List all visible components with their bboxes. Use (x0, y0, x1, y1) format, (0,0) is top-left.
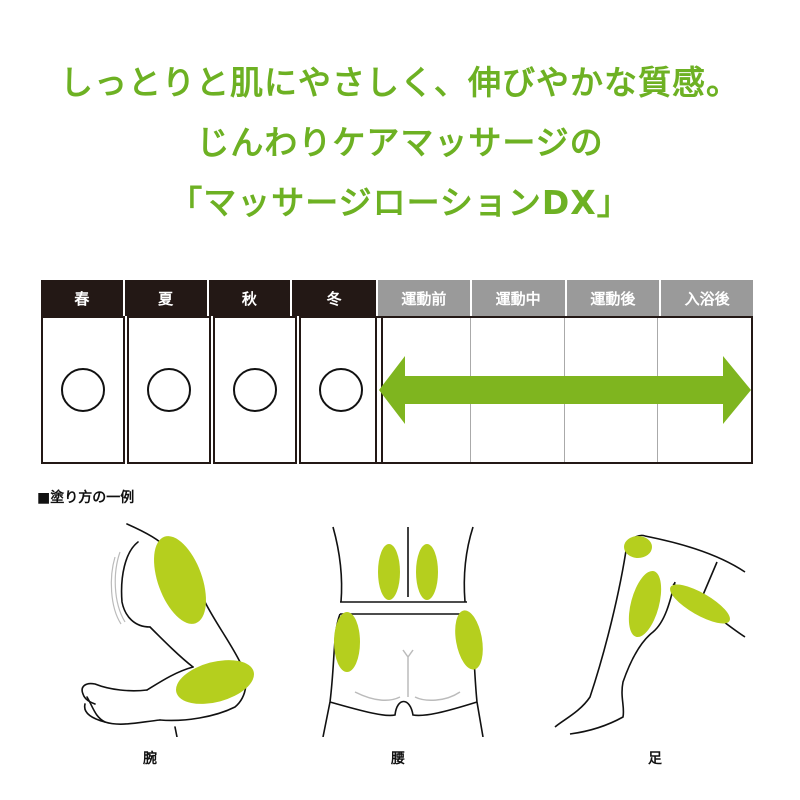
season-cell-summer (127, 316, 211, 464)
lower-back-illustration-icon (322, 526, 484, 737)
season-cell-spring (41, 316, 125, 464)
leg-illustration-icon (554, 534, 746, 735)
usage-table-body (41, 316, 753, 464)
timing-cells (375, 316, 753, 464)
usage-table-header: 春 夏 秋 冬 運動前 運動中 運動後 入浴後 (41, 280, 753, 316)
arm-illustration-icon (81, 523, 254, 737)
headline-line-2: じんわりケアマッサージの (196, 123, 604, 162)
headline-line-1: しっとりと肌にやさしく、伸びやかな質感。 (60, 63, 740, 102)
timing-header-during-exercise: 運動中 (469, 280, 565, 316)
circle-mark-icon (61, 368, 105, 412)
circle-mark-icon (233, 368, 277, 412)
season-header-winter: 冬 (292, 280, 377, 316)
timing-header-after-exercise: 運動後 (564, 280, 660, 316)
circle-mark-icon (319, 368, 363, 412)
caption-lower-back: 腰 (391, 751, 405, 767)
season-header-summer: 夏 (124, 280, 207, 316)
season-cell-winter (299, 316, 383, 464)
section-title: ■塗り方の一例 (37, 490, 135, 506)
caption-arm: 腕 (143, 751, 157, 767)
season-header-autumn: 秋 (208, 280, 291, 316)
season-header-spring: 春 (41, 280, 123, 316)
headline-line-3: 「マッサージローションDX」 (169, 183, 631, 222)
double-arrow-icon (379, 356, 751, 424)
timing-header-after-bath: 入浴後 (659, 280, 753, 316)
season-cell-autumn (213, 316, 297, 464)
caption-leg: 足 (648, 751, 662, 767)
circle-mark-icon (147, 368, 191, 412)
timing-header-before-exercise: 運動前 (376, 280, 470, 316)
usage-table: 春 夏 秋 冬 運動前 運動中 運動後 入浴後 (41, 280, 753, 464)
